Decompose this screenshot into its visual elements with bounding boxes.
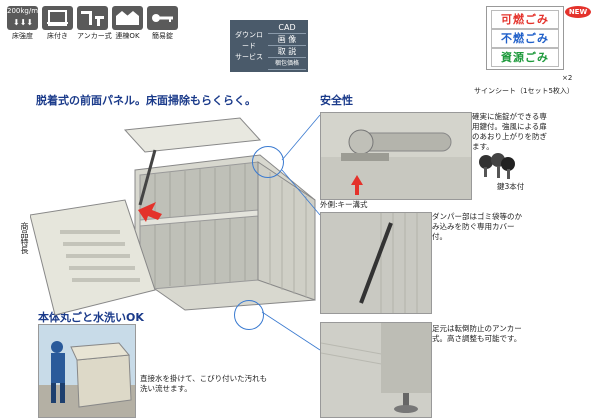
arrow-icon — [138, 202, 162, 222]
up-arrow-icon — [351, 175, 363, 195]
feature-anchor: アンカー式 — [77, 6, 112, 41]
detail-circle-bottom — [234, 300, 264, 330]
feature-label: 簡易錠 — [152, 32, 173, 40]
download-items: CAD 画 像 取 説 梱包価格 — [268, 22, 306, 70]
feature-key: 簡易錠 — [147, 6, 178, 41]
connect-icon — [112, 6, 143, 30]
anchor-photo — [320, 322, 432, 418]
download-service: ダウンロード サービス CAD 画 像 取 説 梱包価格 — [230, 20, 308, 72]
groove-caption: 外側:キー溝式 — [320, 200, 368, 209]
product-illustration — [30, 117, 316, 316]
damper-note: ダンパー部はゴミ袋等のかみ込みを防ぐ専用カバー付。 — [432, 212, 522, 241]
side-label: 商品特長 — [20, 222, 29, 254]
sign-sheet: 可燃ごみ 不燃ごみ 資源ごみ — [486, 6, 564, 70]
floor-icon — [42, 6, 73, 30]
arrows-down-icon: ⬇⬇⬇ — [13, 18, 34, 27]
headline-main: 脱着式の前面パネル。床面掃除もらくらく。 — [36, 94, 256, 107]
feature-label: 床付き — [47, 32, 68, 40]
sign-row-recyclable: 資源ごみ — [491, 48, 559, 67]
wash-note: 直接水を掛けて、こびり付いた汚れも洗い流せます。 — [140, 374, 268, 393]
download-cad-link[interactable]: CAD — [268, 22, 306, 34]
detail-circle-top — [252, 146, 284, 178]
lock-photo — [320, 112, 472, 200]
washing-photo — [38, 324, 136, 418]
sign-row-burnable: 可燃ごみ — [491, 10, 559, 29]
keys-icon — [474, 150, 520, 180]
load-capacity-icon: 200kg/m² ⬇⬇⬇ — [7, 6, 41, 30]
headline-safety: 安全性 — [320, 94, 353, 107]
feature-label: アンカー式 — [77, 32, 112, 40]
sign-row-nonburnable: 不燃ごみ — [491, 29, 559, 48]
download-manual-link[interactable]: 取 説 — [268, 46, 306, 58]
key-icon — [147, 6, 178, 30]
key-caption: 鍵3本付 — [497, 182, 525, 191]
download-label-line1: ダウンロード — [235, 31, 263, 50]
download-packing-price-link[interactable]: 梱包価格 — [268, 58, 306, 70]
sign-multiplier: ×2 — [562, 74, 573, 82]
new-badge: NEW — [565, 6, 591, 18]
sign-caption: サインシート（1セット5枚入） — [474, 87, 574, 95]
feature-label: 連棟OK — [115, 32, 140, 40]
anchor-note: 足元は転倒防止のアンカー式。高さ調整も可能です。 — [432, 324, 522, 343]
headline-wash: 本体丸ごと水洗いOK — [38, 311, 144, 324]
damper-photo — [320, 212, 432, 314]
feature-label: 床強度 — [12, 32, 33, 40]
download-service-label: ダウンロード サービス — [232, 30, 266, 63]
feature-load-capacity: 200kg/m² ⬇⬇⬇ 床強度 — [7, 6, 41, 41]
safety-note: 確実に施錠ができる専用鍵付。強風による扉のあおり上がりを防ぎます。 — [472, 112, 547, 151]
anchor-icon — [77, 6, 108, 30]
download-image-link[interactable]: 画 像 — [268, 34, 306, 46]
feature-connect: 連棟OK — [112, 6, 143, 41]
feature-floor: 床付き — [42, 6, 73, 41]
download-label-line2: サービス — [235, 53, 263, 61]
load-capacity-value: 200kg/m² — [7, 7, 41, 15]
